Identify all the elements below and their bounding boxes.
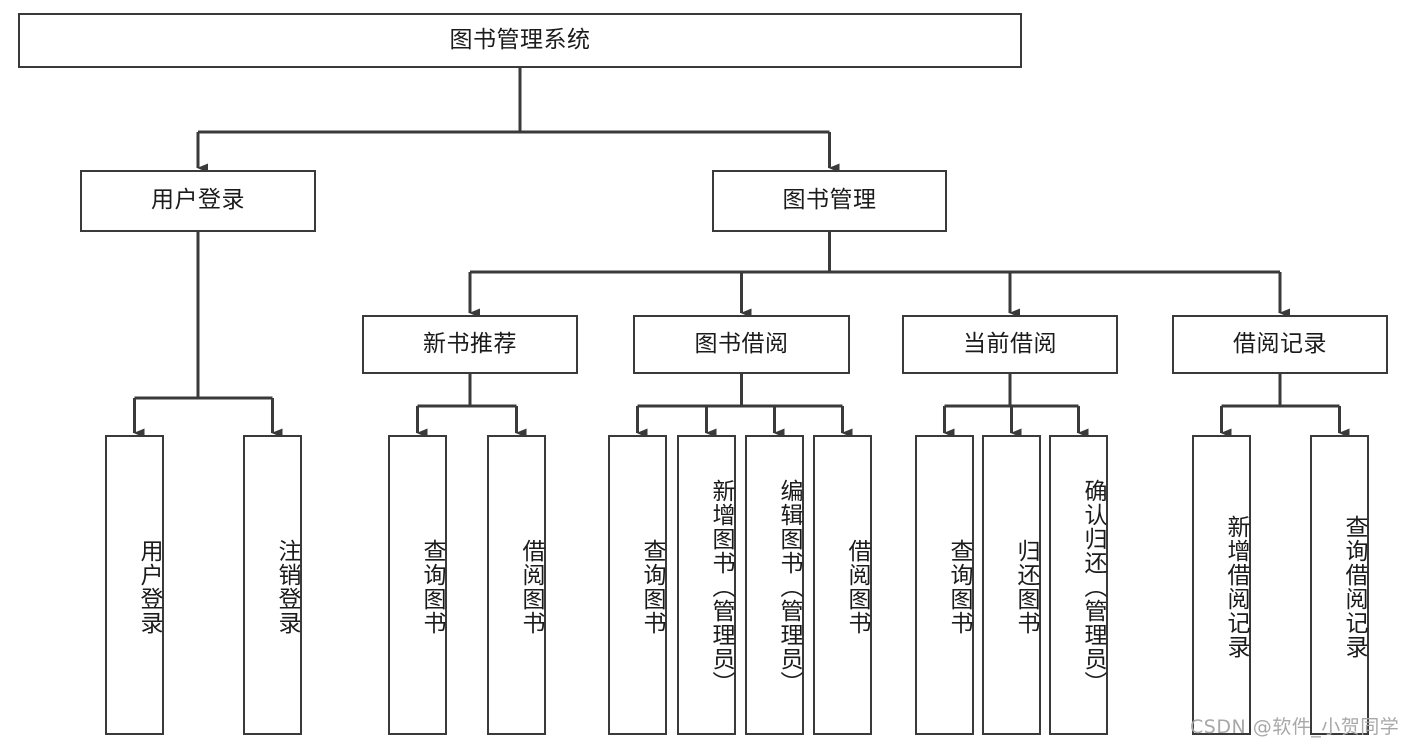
leaf-node-label: 编辑图书（管理员） xyxy=(776,479,802,695)
leaf-node[interactable]: 编辑图书（管理员） xyxy=(745,435,804,735)
leaf-node-label: 查询借阅记录 xyxy=(1341,515,1367,659)
leaf-node-label: 查询图书 xyxy=(639,539,665,635)
leaf-node[interactable]: 查询借阅记录 xyxy=(1310,435,1369,735)
leaf-node[interactable]: 新增借阅记录 xyxy=(1192,435,1251,735)
csdn-watermark: CSDN @软件_小贺同学 xyxy=(1190,716,1400,738)
node-root[interactable]: 图书管理系统 xyxy=(18,13,1022,68)
leaf-node-label: 查询图书 xyxy=(946,539,972,635)
leaf-node[interactable]: 归还图书 xyxy=(982,435,1041,735)
node-root-label: 图书管理系统 xyxy=(449,26,591,53)
leaf-node-label: 注销登录 xyxy=(274,539,300,635)
node-book-management[interactable]: 图书管理 xyxy=(712,170,947,232)
node-user-login-label: 用户登录 xyxy=(151,187,245,214)
node-current-borrow-label: 当前借阅 xyxy=(963,330,1057,357)
node-book-borrow[interactable]: 图书借阅 xyxy=(633,315,850,374)
node-new-book-recommend[interactable]: 新书推荐 xyxy=(362,315,578,374)
leaf-node-label: 归还图书 xyxy=(1013,539,1039,635)
leaf-node[interactable]: 用户登录 xyxy=(105,435,164,735)
leaf-node[interactable]: 注销登录 xyxy=(243,435,302,735)
node-current-borrow[interactable]: 当前借阅 xyxy=(902,315,1118,374)
leaf-node[interactable]: 确认归还（管理员） xyxy=(1049,435,1108,735)
leaf-node[interactable]: 查询图书 xyxy=(915,435,974,735)
node-user-login[interactable]: 用户登录 xyxy=(80,170,316,232)
node-new-book-recommend-label: 新书推荐 xyxy=(423,330,517,357)
leaf-node[interactable]: 查询图书 xyxy=(608,435,667,735)
leaf-node[interactable]: 查询图书 xyxy=(388,435,447,735)
leaf-node-label: 新增借阅记录 xyxy=(1223,515,1249,659)
leaf-node[interactable]: 借阅图书 xyxy=(813,435,872,735)
leaf-node-label: 查询图书 xyxy=(419,539,445,635)
leaf-node-label: 新增图书（管理员） xyxy=(708,479,734,695)
leaf-node[interactable]: 新增图书（管理员） xyxy=(677,435,736,735)
leaf-node[interactable]: 借阅图书 xyxy=(487,435,546,735)
leaf-node-label: 借阅图书 xyxy=(844,539,870,635)
leaf-node-label: 借阅图书 xyxy=(518,539,544,635)
leaf-node-label: 确认归还（管理员） xyxy=(1080,479,1106,695)
node-borrow-record[interactable]: 借阅记录 xyxy=(1172,315,1388,374)
node-book-borrow-label: 图书借阅 xyxy=(694,330,789,357)
node-borrow-record-label: 借阅记录 xyxy=(1233,330,1327,357)
leaf-node-label: 用户登录 xyxy=(136,539,162,635)
node-book-management-label: 图书管理 xyxy=(782,187,877,214)
